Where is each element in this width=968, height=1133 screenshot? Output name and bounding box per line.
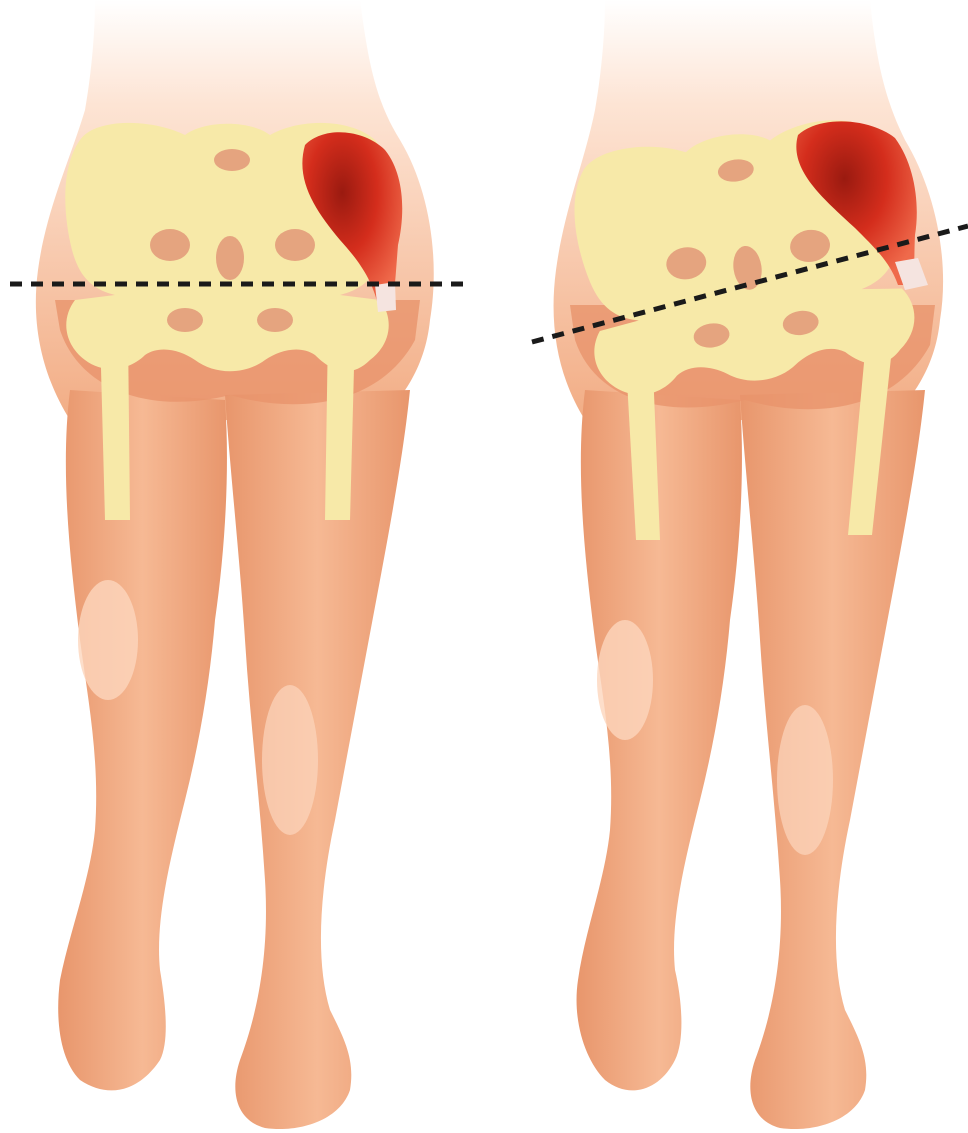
right-figure-calf-highlight-2 (777, 705, 833, 855)
left-figure-left-leg (58, 390, 227, 1090)
left-figure-calf-highlight-2 (262, 685, 318, 835)
left-figure-calf-highlight (78, 580, 138, 700)
right-figure-left-leg (577, 390, 742, 1090)
left-figure (10, 0, 468, 1129)
right-figure-calf-highlight (597, 620, 653, 740)
right-figure (532, 0, 968, 1129)
right-figure-right-leg (740, 390, 925, 1129)
